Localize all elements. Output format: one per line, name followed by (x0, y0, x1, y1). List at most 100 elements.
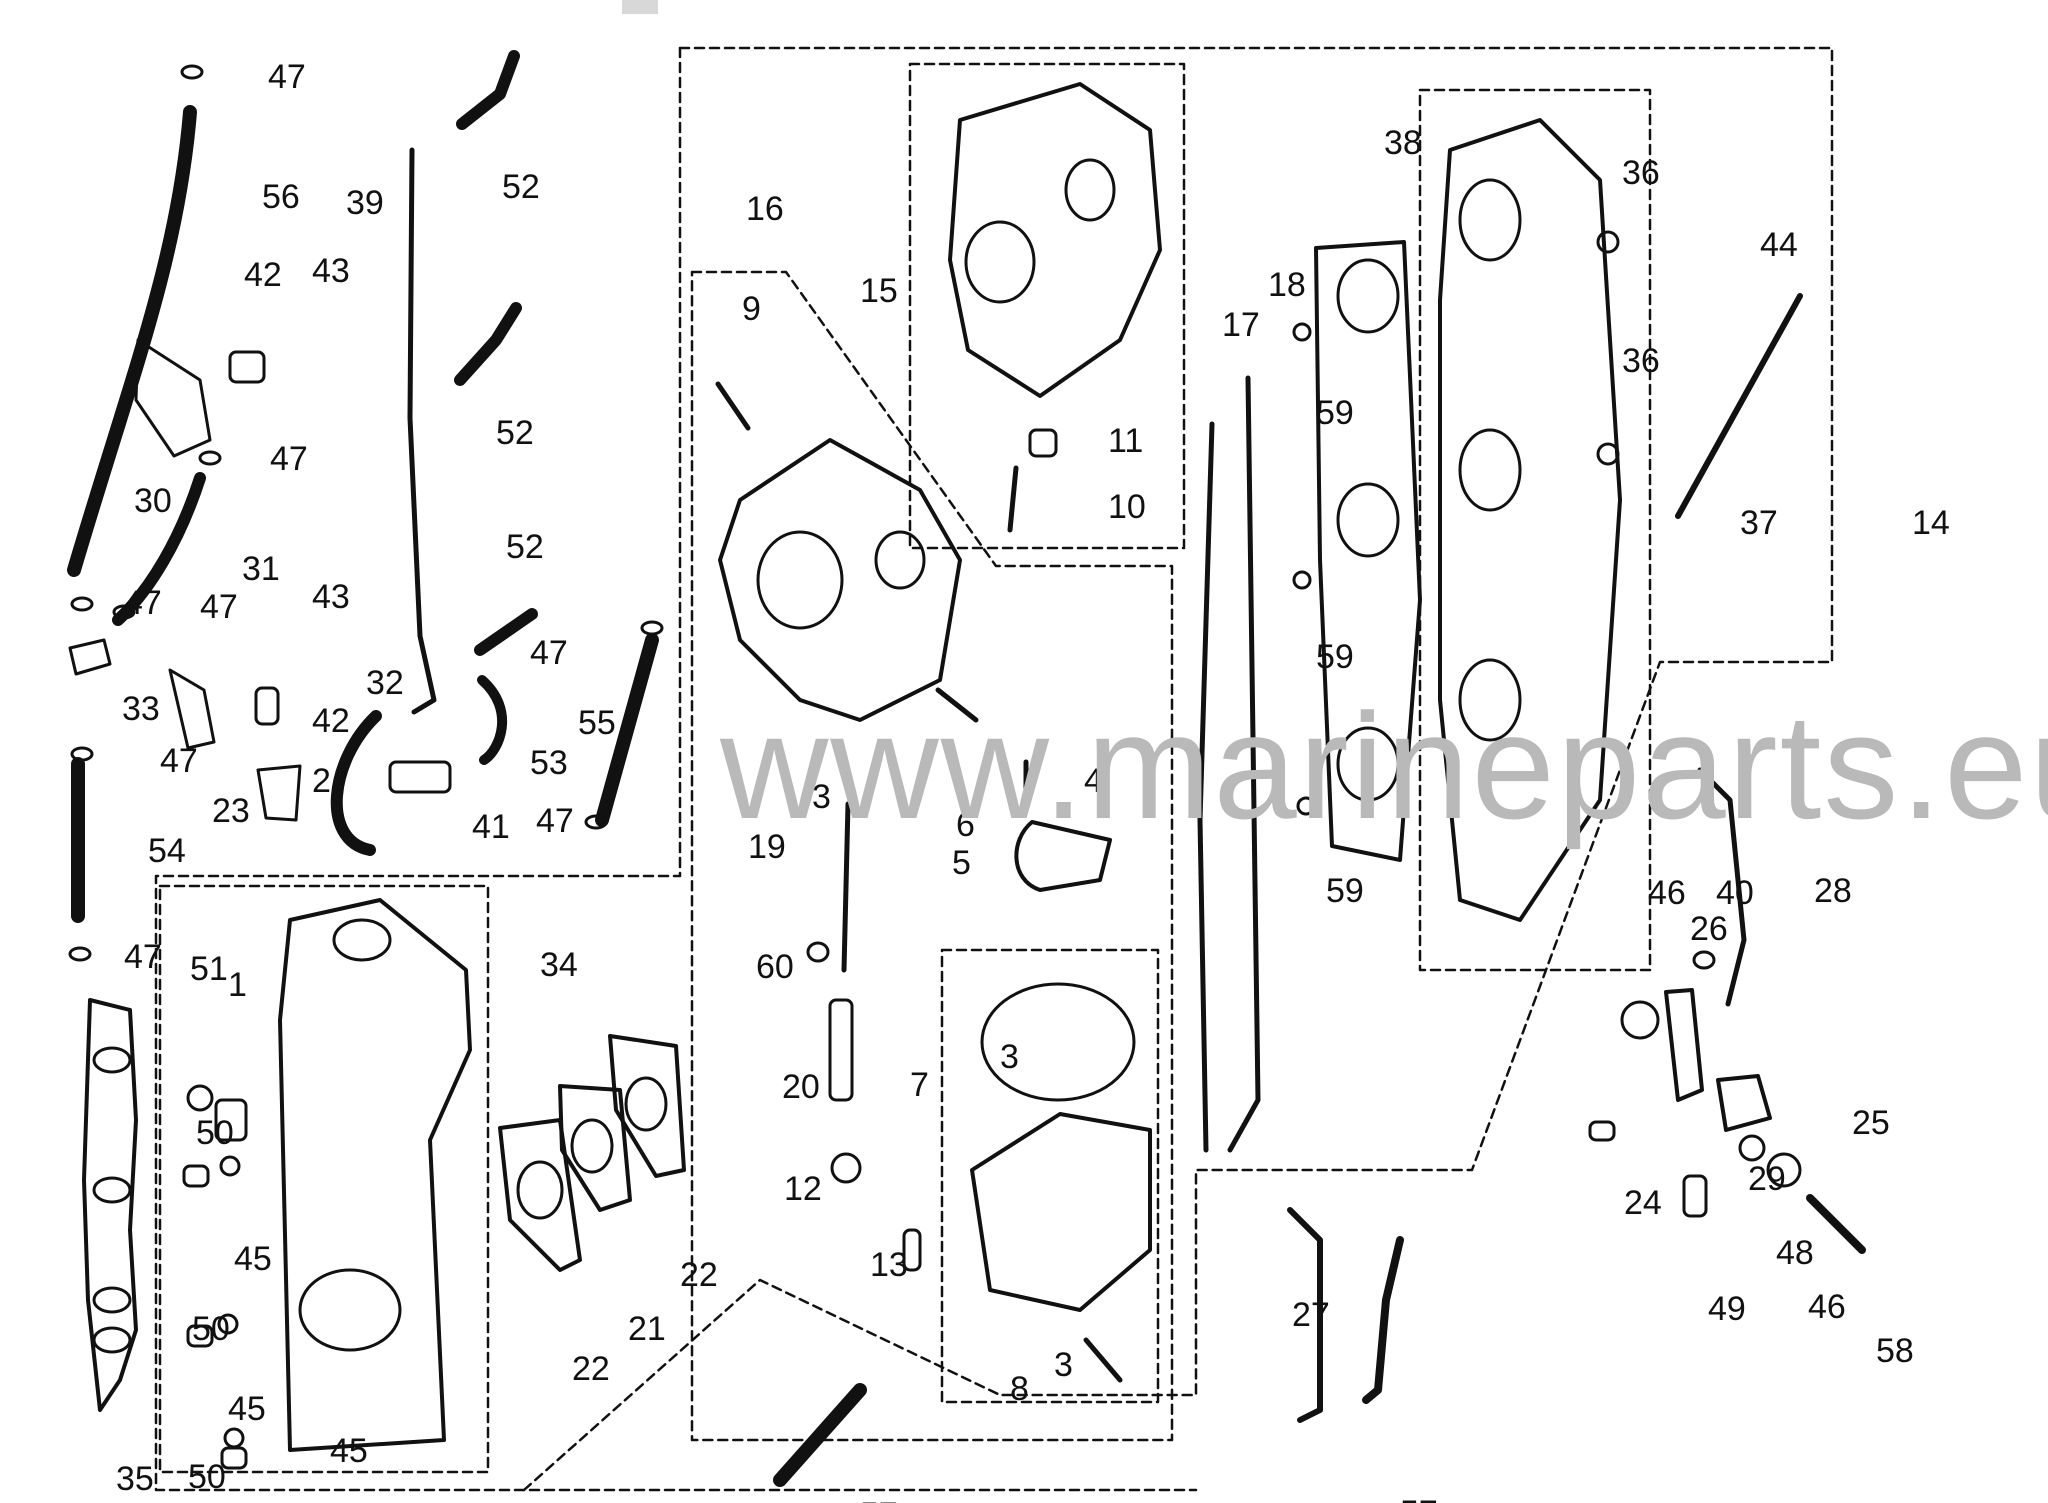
part-label-42: 42 (312, 702, 350, 740)
float-bowl-7 (970, 1112, 1152, 1312)
part-label-11: 11 (1108, 422, 1143, 460)
part-label-44: 44 (1760, 226, 1798, 264)
drain-screw-8 (1083, 1337, 1123, 1383)
hose-52-lower (474, 608, 538, 656)
hose-52-middle (454, 302, 522, 386)
part-label-58: 58 (1876, 1332, 1914, 1370)
gasket-38-port (1336, 258, 1400, 334)
part-label-47: 47 (160, 742, 198, 780)
hose-32 (330, 710, 382, 856)
gasket-35-port (92, 1326, 132, 1354)
part-label-60: 60 (756, 948, 794, 986)
plate-26 (1664, 988, 1704, 1102)
frame-intake-silencer (1418, 88, 1652, 972)
part-label-24: 24 (1624, 1184, 1662, 1222)
hose-clip-47 (70, 746, 94, 762)
silencer-37-port (1458, 178, 1522, 262)
part-label-52: 52 (496, 414, 534, 452)
part-label-47: 47 (530, 634, 568, 672)
nut-45 (217, 1313, 239, 1335)
part-label-47: 47 (124, 584, 162, 622)
part-label-39: 39 (346, 184, 384, 222)
part-label-25: 25 (1852, 1104, 1890, 1142)
part-label-5: 5 (952, 844, 971, 882)
hose-clip-47 (70, 596, 94, 612)
flange-port (570, 1118, 614, 1174)
part-label-23: 23 (212, 792, 250, 830)
carb-port (874, 530, 926, 590)
main-jet-12 (830, 1152, 862, 1184)
dowel-59 (1292, 322, 1312, 342)
part-label-47: 47 (536, 802, 574, 840)
part-label-36: 36 (1622, 342, 1660, 380)
dowel-59 (1292, 570, 1312, 590)
part-label-14: 14 (1912, 504, 1950, 542)
collar-29 (1738, 1134, 1766, 1162)
drain-hose-27 (1287, 1207, 1323, 1423)
part-label-49: 49 (1708, 1290, 1746, 1328)
part-label-48: 48 (1776, 1234, 1814, 1272)
intake-manifold-34 (278, 898, 472, 1452)
part-label-2: 2 (312, 762, 331, 800)
cable-28 (1697, 767, 1747, 1007)
gasket-38 (1314, 240, 1422, 862)
float-needle-19 (841, 801, 851, 973)
fuel-pipe-39 (407, 147, 437, 715)
part-label-17: 17 (1222, 306, 1260, 344)
part-label-3: 3 (1000, 1038, 1019, 1076)
part-label-20: 20 (782, 1068, 820, 1106)
float-pin-6 (935, 687, 979, 723)
grommet-36 (1596, 442, 1620, 466)
hose-clip-47 (640, 620, 664, 636)
part-label-56: 56 (262, 178, 300, 216)
part-label-43: 43 (312, 252, 350, 290)
part-label-55: 55 (578, 704, 616, 742)
washer-46-right (1766, 1152, 1802, 1188)
part-label-50: 50 (188, 1458, 226, 1496)
clip-23 (168, 668, 216, 750)
part-label-47: 47 (270, 440, 308, 478)
part-label-37: 37 (1740, 504, 1778, 542)
insulator-22-left (498, 1118, 582, 1272)
part-label-50: 50 (192, 1310, 230, 1348)
clamp-2 (256, 764, 302, 822)
part-label-28: 28 (1814, 872, 1852, 910)
part-label-47: 47 (200, 588, 238, 626)
bolt-50 (186, 1324, 214, 1348)
o-ring-3 (980, 982, 1136, 1102)
part-label-3: 3 (812, 778, 831, 816)
part-label-12: 12 (784, 1170, 822, 1208)
part-label-52: 52 (502, 168, 540, 206)
bolt-42-upper (228, 350, 266, 384)
part-label-26: 26 (1690, 910, 1728, 948)
carburetor-15 (948, 82, 1162, 398)
part-label-19: 19 (748, 828, 786, 866)
part-label-38: 38 (1384, 124, 1422, 162)
bracket-25 (1716, 1074, 1772, 1132)
part-label-15: 15 (860, 272, 898, 310)
part-label-18: 18 (1268, 266, 1306, 304)
main-nozzle-20 (828, 998, 854, 1102)
part-label-1: 1 (228, 966, 247, 1004)
dowel-59 (1296, 796, 1316, 816)
link-rod-17 (1197, 421, 1215, 1153)
part-label-30: 30 (134, 482, 172, 520)
insulator-22-right (608, 1034, 686, 1178)
flange-port (516, 1160, 564, 1220)
hose-clip-47 (198, 450, 222, 466)
bolt-50 (220, 1446, 248, 1470)
part-label-10: 10 (1108, 488, 1146, 526)
part-label-45: 45 (330, 1432, 368, 1470)
intake-silencer-37 (1438, 118, 1622, 922)
manifold-port-bottom (298, 1268, 402, 1352)
grommet-36 (1596, 230, 1620, 254)
frame-float-bowl (940, 948, 1160, 1404)
part-label-31: 31 (242, 550, 280, 588)
part-label-46: 46 (1808, 1288, 1846, 1326)
carb-15-throat (964, 220, 1036, 304)
bracket-30 (134, 338, 212, 458)
part-label-42: 42 (244, 256, 282, 294)
part-label-8: 8 (1010, 1370, 1029, 1408)
link-rod-18 (1227, 375, 1261, 1153)
